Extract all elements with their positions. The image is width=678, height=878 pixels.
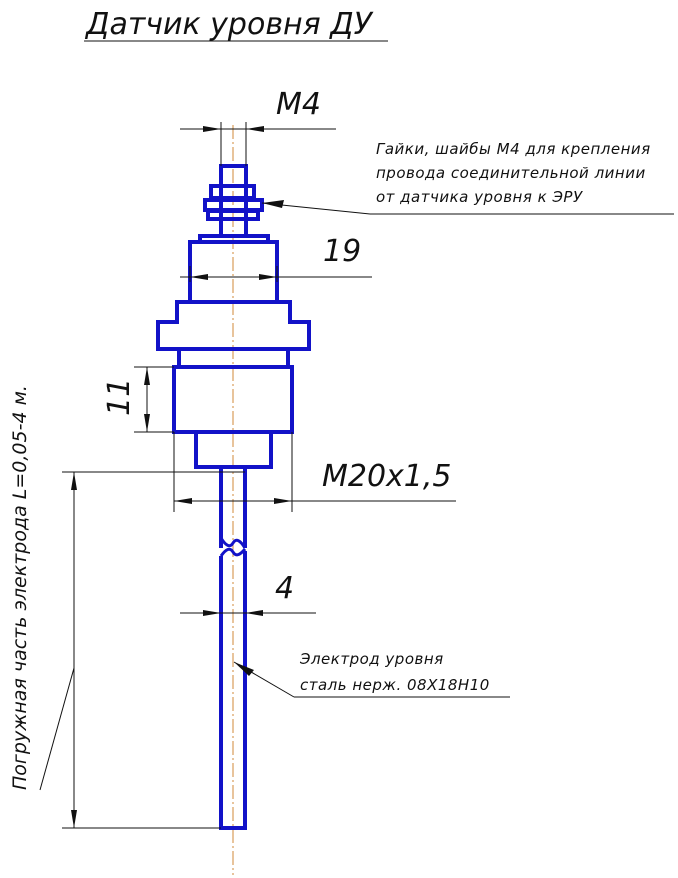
dim-length: Погружная часть электрода L=0,05-4 м. (9, 385, 245, 829)
collar (156, 300, 311, 351)
dim-11-label: 11 (102, 378, 137, 416)
note-nuts-line3: от датчика уровня к ЭРУ (376, 188, 583, 206)
electrode-lower (219, 551, 247, 830)
length-leader (39, 667, 75, 791)
dim-11: 11 (102, 366, 174, 433)
note-nuts: Гайки, шайбы М4 для крепления провода со… (261, 140, 674, 215)
dim-m20: М20х1,5 (173, 432, 456, 512)
dim-length-label: Погружная часть электрода L=0,05-4 м. (9, 385, 31, 790)
break-lower (219, 547, 247, 557)
note-electrode-line2: сталь нерж. 08Х18Н10 (300, 676, 490, 694)
dim-m4: М4 (180, 87, 336, 166)
note-nuts-line1: Гайки, шайбы М4 для крепления (376, 140, 651, 158)
dim-rod-label: 4 (275, 571, 294, 606)
note-electrode-line1: Электрод уровня (299, 650, 444, 668)
dim-19-label: 19 (323, 234, 361, 269)
dim-rod-4: 4 (180, 571, 316, 616)
sensor-body (156, 164, 311, 830)
dim-m20-label: М20х1,5 (322, 459, 452, 494)
note-electrode: Электрод уровня сталь нерж. 08Х18Н10 (233, 650, 510, 698)
note-nuts-line2: провода соединительной линии (376, 164, 646, 182)
dim-m4-label: М4 (276, 87, 321, 122)
dim-19: 19 (180, 234, 372, 282)
break-upper (219, 537, 247, 549)
drawing-title: Датчик уровня ДУ (84, 7, 374, 42)
electrode-upper (219, 467, 247, 548)
washer-lower (206, 209, 260, 221)
